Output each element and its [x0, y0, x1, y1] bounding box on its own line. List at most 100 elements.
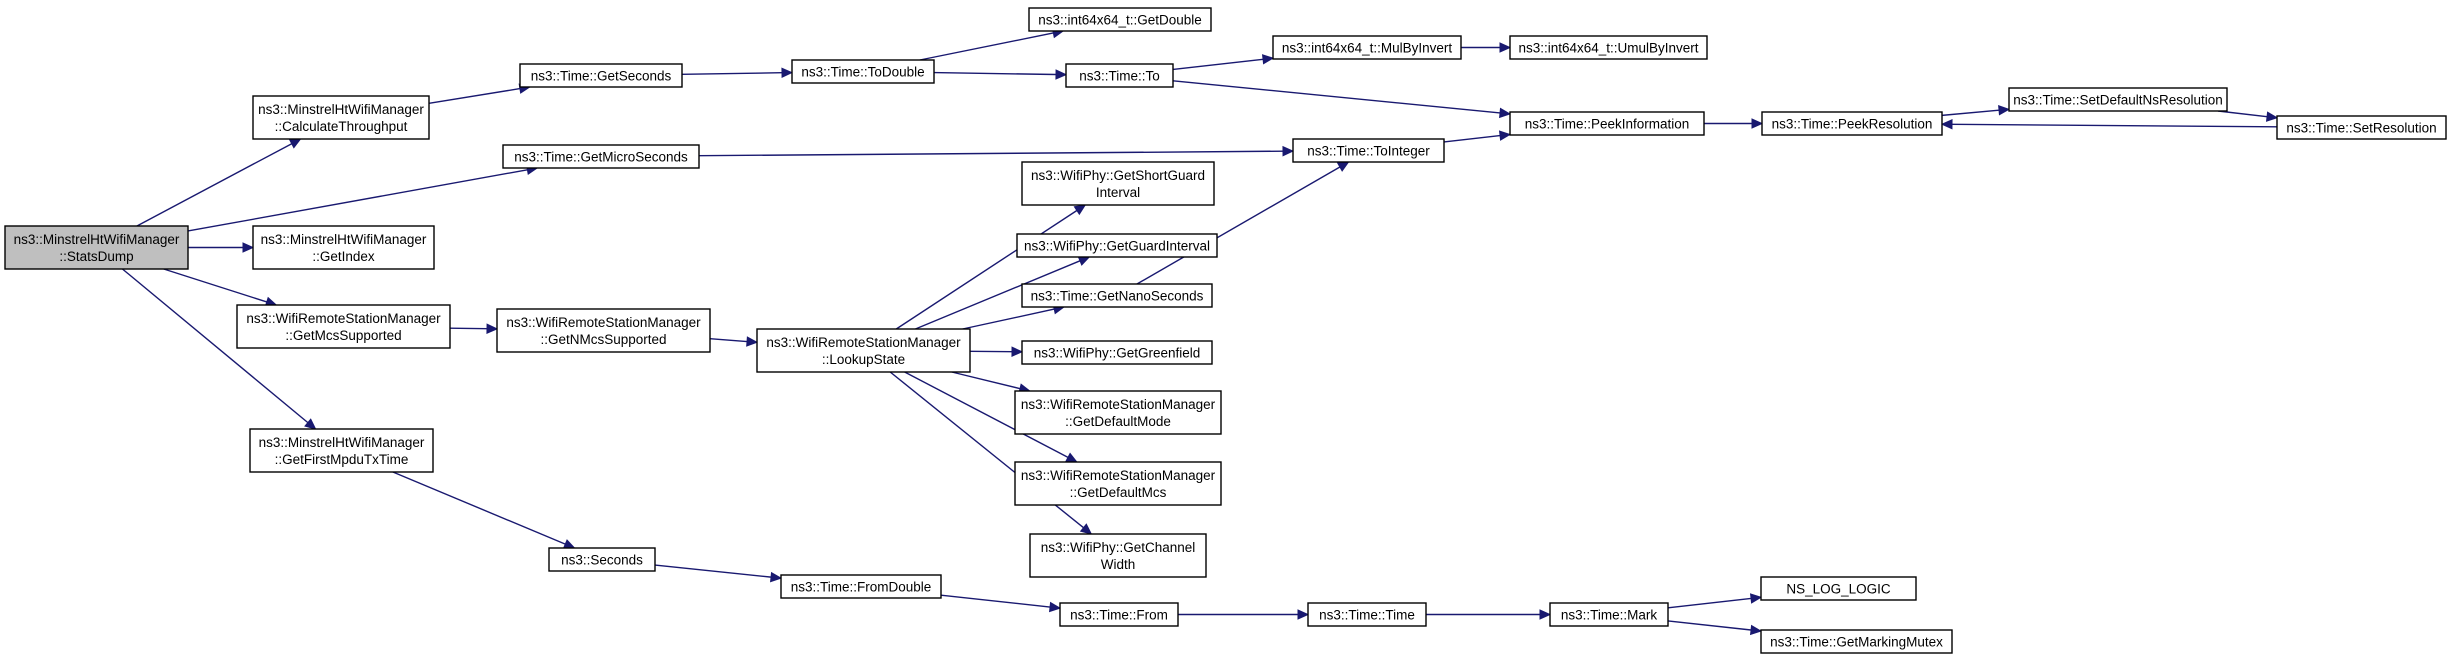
- graph-node[interactable]: ns3::Time::To: [1065, 63, 1174, 88]
- edge-line: [951, 371, 1021, 390]
- arrowhead: [562, 539, 576, 549]
- node-box[interactable]: [1761, 111, 1943, 136]
- node-box[interactable]: [1272, 35, 1462, 60]
- arrowhead: [1065, 452, 1078, 463]
- graph-node[interactable]: ns3::Time::GetMarkingMutex: [1760, 629, 1953, 654]
- edge-n6-n7: [1461, 42, 1512, 53]
- node-box[interactable]: [1065, 63, 1174, 88]
- graph-node[interactable]: ns3::Time::From: [1059, 602, 1179, 627]
- graph-node[interactable]: ns3::Time::FromDouble: [780, 574, 942, 599]
- graph-node[interactable]: NS_LOG_LOGIC: [1760, 576, 1917, 601]
- edge-line: [654, 564, 772, 578]
- edge-n28-n29: [1178, 609, 1310, 620]
- graph-node[interactable]: ns3::Seconds: [548, 547, 656, 572]
- graph-node[interactable]: ns3::Time::Time: [1307, 602, 1427, 627]
- node-box[interactable]: [1760, 576, 1917, 601]
- arrowhead: [1077, 256, 1091, 266]
- graph-node[interactable]: ns3::Time::GetSeconds: [519, 63, 683, 88]
- graph-node[interactable]: ns3::int64x64_t::MulByInvert: [1272, 35, 1462, 60]
- node-box[interactable]: [496, 308, 711, 353]
- graph-node[interactable]: ns3::Time::Mark: [1549, 602, 1669, 627]
- node-label: ns3::Time::SetDefaultNsResolution: [2013, 92, 2223, 107]
- graph-node[interactable]: ns3::int64x64_t::UmulByInvert: [1509, 35, 1708, 60]
- edge-line: [136, 143, 293, 227]
- arrowhead: [304, 418, 317, 430]
- node-label: ns3::WifiPhy::GetChannel: [1041, 540, 1196, 555]
- node-box[interactable]: [1509, 111, 1705, 136]
- arrowhead: [1336, 161, 1350, 172]
- graph-node[interactable]: ns3::int64x64_t::GetDouble: [1028, 7, 1212, 32]
- graph-node[interactable]: ns3::WifiPhy::GetGreenfield: [1021, 340, 1213, 365]
- node-box[interactable]: [1029, 533, 1207, 578]
- arrowhead: [1079, 523, 1093, 535]
- edge-line: [895, 209, 1078, 330]
- edge-n5-n6: [1172, 54, 1275, 71]
- arrowhead: [746, 336, 759, 347]
- graph-node[interactable]: ns3::WifiPhy::GetGuardInterval: [1016, 233, 1218, 258]
- graph-node[interactable]: ns3::Time::SetDefaultNsResolution: [2008, 87, 2228, 112]
- graph-node[interactable]: ns3::Time::PeekInformation: [1509, 111, 1705, 136]
- node-label: ns3::Time::ToInteger: [1307, 143, 1430, 158]
- node-label: ns3::Time::GetMarkingMutex: [1770, 634, 1943, 649]
- node-box[interactable]: [519, 63, 683, 88]
- node-box[interactable]: [252, 95, 430, 140]
- graph-node[interactable]: ns3::MinstrelHtWifiManager::StatsDump: [4, 225, 189, 270]
- node-box[interactable]: [236, 304, 451, 349]
- edge-n5-n8: [1172, 80, 1512, 119]
- node-box[interactable]: [1028, 7, 1212, 32]
- root-node-box[interactable]: [4, 225, 189, 270]
- graph-node[interactable]: ns3::WifiRemoteStationManager::GetDefaul…: [1014, 390, 1222, 435]
- node-box[interactable]: [1059, 602, 1179, 627]
- graph-node[interactable]: ns3::WifiRemoteStationManager::LookupSta…: [756, 328, 971, 373]
- node-box[interactable]: [780, 574, 942, 599]
- edge-n2-n3: [681, 67, 794, 79]
- node-label: ::GetFirstMpduTxTime: [275, 452, 409, 467]
- node-box[interactable]: [1014, 461, 1222, 506]
- graph-node[interactable]: ns3::WifiRemoteStationManager::GetNMcsSu…: [496, 308, 711, 353]
- edge-n3-n5: [933, 69, 1068, 80]
- node-box[interactable]: [2008, 87, 2228, 112]
- arrowhead: [1499, 42, 1512, 53]
- node-box[interactable]: [502, 144, 700, 169]
- arrowhead: [1749, 593, 1763, 604]
- arrowhead: [1998, 105, 2011, 116]
- node-box[interactable]: [1014, 390, 1222, 435]
- graph-node[interactable]: ns3::MinstrelHtWifiManager::GetFirstMpdu…: [249, 428, 434, 473]
- graph-node[interactable]: ns3::Time::SetResolution: [2276, 115, 2447, 140]
- node-box[interactable]: [548, 547, 656, 572]
- graph-node[interactable]: ns3::MinstrelHtWifiManager::CalculateThr…: [252, 95, 430, 140]
- graph-node[interactable]: ns3::Time::PeekResolution: [1761, 111, 1943, 136]
- node-box[interactable]: [791, 59, 935, 84]
- graph-node[interactable]: ns3::Time::ToDouble: [791, 59, 935, 84]
- node-box[interactable]: [1509, 35, 1708, 60]
- node-label: ns3::WifiPhy::GetShortGuard: [1031, 168, 1205, 183]
- node-box[interactable]: [1021, 283, 1213, 308]
- node-box[interactable]: [252, 225, 435, 270]
- graph-node[interactable]: ns3::MinstrelHtWifiManager::GetIndex: [252, 225, 435, 270]
- graph-node[interactable]: ns3::Time::ToInteger: [1292, 138, 1445, 163]
- node-box[interactable]: [1016, 233, 1218, 258]
- node-box[interactable]: [1760, 629, 1953, 654]
- edge-line: [904, 371, 1069, 458]
- arrowhead: [1940, 119, 1953, 130]
- node-label: Width: [1101, 557, 1136, 572]
- node-box[interactable]: [1292, 138, 1445, 163]
- graph-node[interactable]: ns3::Time::GetNanoSeconds: [1021, 283, 1213, 308]
- node-box[interactable]: [1021, 340, 1213, 365]
- edge-line: [1172, 80, 1501, 114]
- node-box[interactable]: [249, 428, 434, 473]
- edge-line: [428, 87, 521, 104]
- arrowhead: [781, 67, 794, 79]
- node-label: ::GetNMcsSupported: [540, 332, 666, 347]
- node-box[interactable]: [756, 328, 971, 373]
- node-box[interactable]: [1021, 161, 1215, 206]
- graph-node[interactable]: ns3::Time::GetMicroSeconds: [502, 144, 700, 169]
- node-box[interactable]: [2276, 115, 2447, 140]
- graph-node[interactable]: ns3::WifiRemoteStationManager::GetMcsSup…: [236, 304, 451, 349]
- node-box[interactable]: [1307, 602, 1427, 627]
- arrowhead: [1499, 107, 1512, 119]
- node-box[interactable]: [1549, 602, 1669, 627]
- graph-node[interactable]: ns3::WifiRemoteStationManager::GetDefaul…: [1014, 461, 1222, 506]
